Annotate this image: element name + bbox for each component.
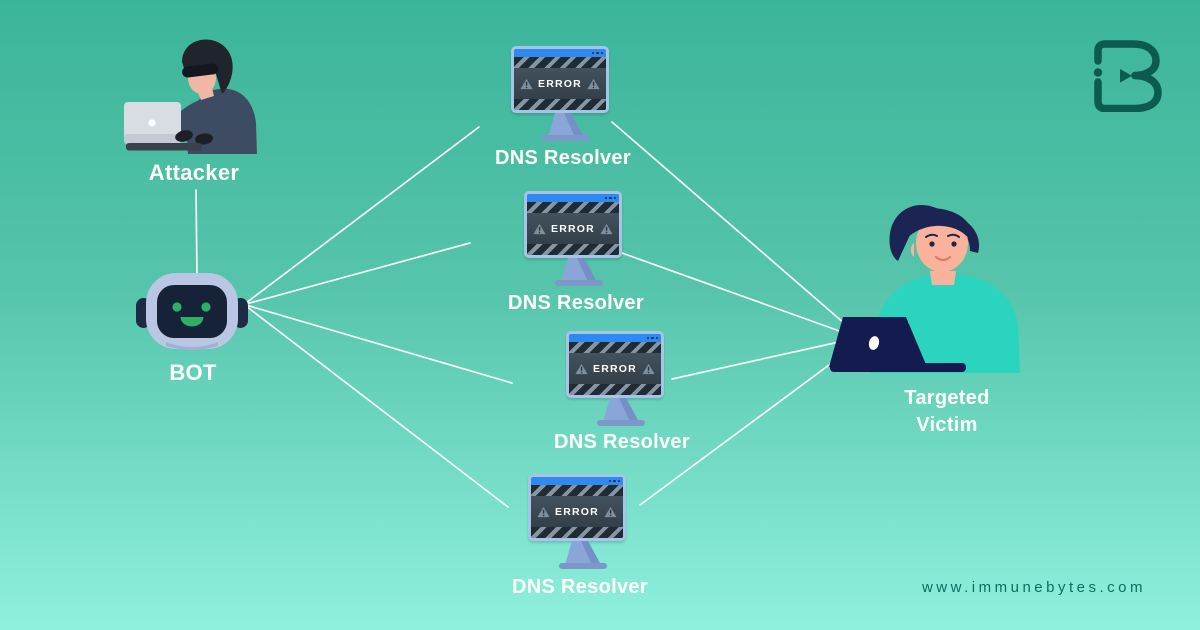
dns-resolver-node-4: ERROR DNS Resolver [512,474,648,598]
dns-resolver-label: DNS Resolver [508,292,644,314]
monitor-screen: ERROR [514,57,606,110]
hazard-stripe [569,384,661,395]
monitor-titlebar [527,194,619,202]
dns-resolver-label: DNS Resolver [495,147,631,169]
line-resolver-1-victim [611,121,853,331]
victim-illustration [829,205,1020,373]
hazard-stripe [569,342,661,353]
monitor-screen: ERROR [527,202,619,255]
monitor-frame: ERROR [524,191,622,258]
titlebar-dot [591,51,594,55]
immunebytes-logo-icon [1093,40,1162,113]
hazard-stripe [531,527,623,538]
dns-resolver-node-3: ERROR DNS Resolver [554,331,690,453]
titlebar-dot [613,479,616,483]
titlebar-dot [596,51,599,55]
victim-label-line2: Victim [916,414,978,436]
error-band: ERROR [527,213,619,244]
hazard-stripe [527,244,619,255]
warning-triangle-icon [575,363,588,374]
warning-triangle-icon [642,363,655,374]
monitor-frame: ERROR [511,46,609,113]
line-bot-resolver-2 [245,242,471,305]
line-resolver-3-victim [671,339,849,380]
titlebar-dot [651,336,654,340]
titlebar-dot [608,479,611,483]
error-text: ERROR [593,362,637,375]
website-url: www.immunebytes.com [921,579,1146,596]
warning-triangle-icon [587,78,600,89]
attacker-illustration [124,39,257,154]
hazard-stripe [531,485,623,496]
monitor-stand [542,113,590,141]
titlebar-dot [646,336,649,340]
error-band: ERROR [569,353,661,384]
warning-triangle-icon [520,78,533,89]
targeted-victim-node: Targeted Victim [818,195,1028,436]
hazard-stripe [514,99,606,110]
monitor-screen: ERROR [531,485,623,538]
monitor-stand [555,258,603,286]
monitor-titlebar [531,477,623,485]
monitor-titlebar [514,49,606,57]
bot-node: BOT [136,270,248,385]
attacker-node: Attacker [118,36,258,185]
hazard-stripe [514,57,606,68]
warning-triangle-icon [600,223,613,234]
warning-triangle-icon [533,223,546,234]
bot-label: BOT [169,360,217,385]
line-bot-resolver-3 [245,304,513,384]
warning-triangle-icon [537,506,550,517]
error-text: ERROR [551,222,595,235]
robot-icon [136,273,248,350]
line-bot-resolver-1 [245,126,480,304]
titlebar-dot [655,336,658,340]
victim-label: Targeted Victim [904,385,989,439]
monitor-stand [559,541,607,569]
error-band: ERROR [514,68,606,99]
dns-resolver-node-2: ERROR DNS Resolver [508,191,644,314]
dns-resolver-label: DNS Resolver [554,431,690,453]
hazard-stripe [527,202,619,213]
titlebar-dot [609,196,612,200]
titlebar-dot [604,196,607,200]
error-text: ERROR [538,77,582,90]
monitor-titlebar [569,334,661,342]
error-band: ERROR [531,496,623,527]
titlebar-dot [613,196,616,200]
warning-triangle-icon [604,506,617,517]
brand-logo [1088,34,1166,117]
line-resolver-2-victim [621,252,846,334]
victim-label-line1: Targeted [904,387,990,409]
line-resolver-4-victim [639,347,853,506]
monitor-frame: ERROR [528,474,626,541]
error-text: ERROR [555,505,599,518]
line-attacker-bot [195,189,198,277]
titlebar-dot [617,479,620,483]
line-bot-resolver-4 [245,305,509,508]
titlebar-dot [600,51,603,55]
monitor-screen: ERROR [569,342,661,395]
dns-resolver-label: DNS Resolver [512,576,648,598]
dns-resolver-node-1: ERROR DNS Resolver [495,46,631,169]
monitor-stand [597,398,645,426]
monitor-frame: ERROR [566,331,664,398]
attacker-label: Attacker [148,160,240,185]
